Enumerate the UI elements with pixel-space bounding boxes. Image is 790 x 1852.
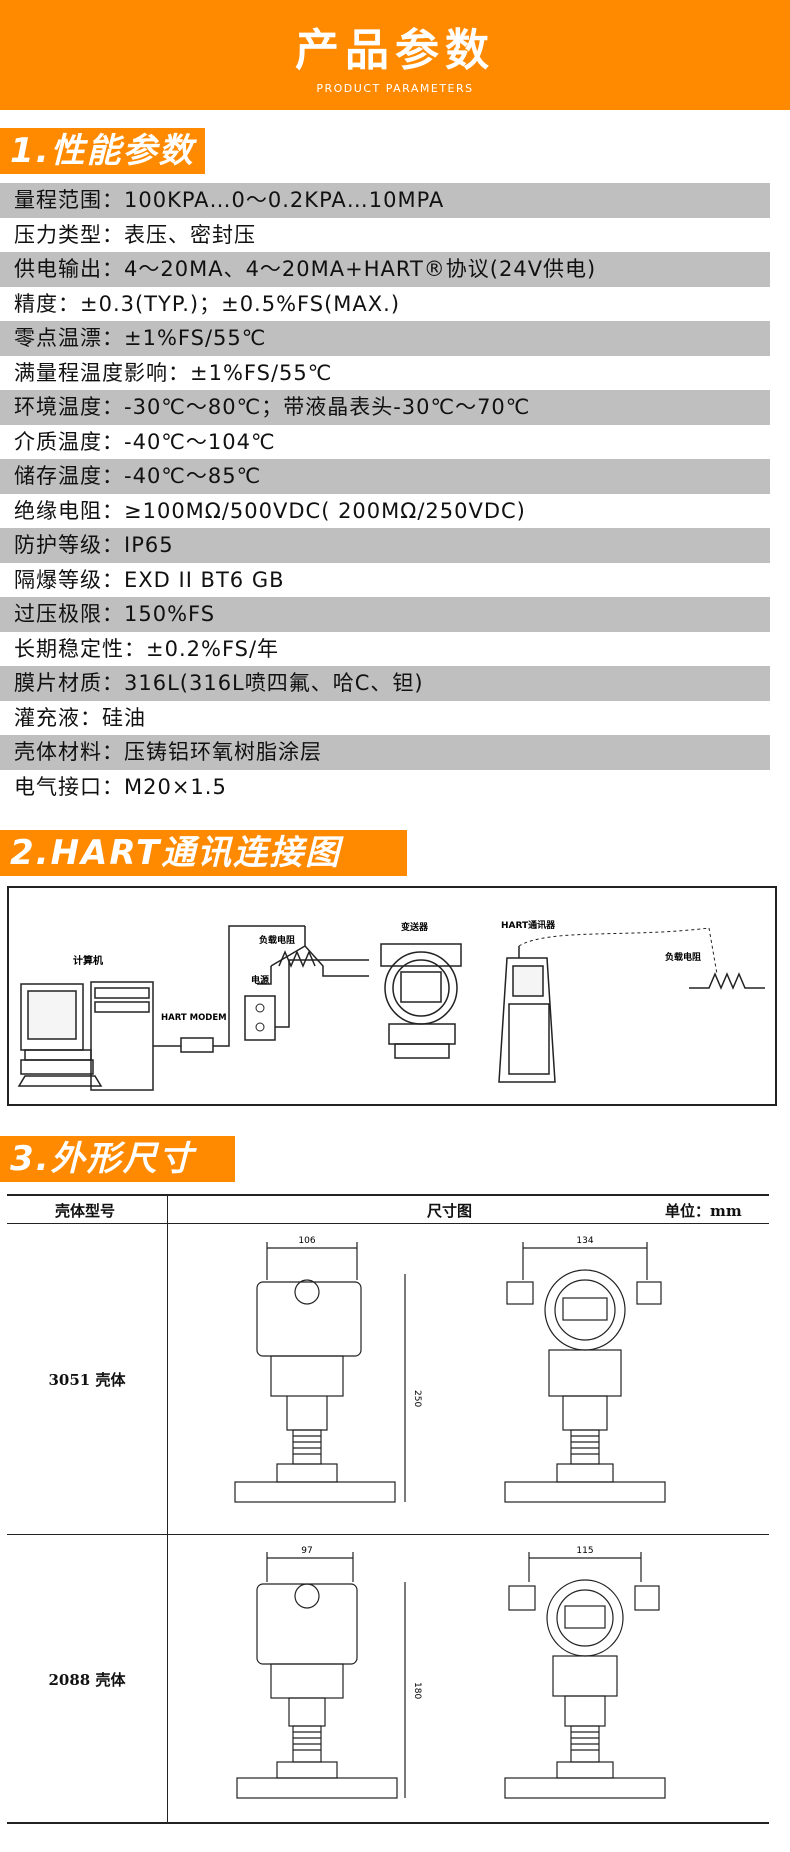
spec-row: 环境温度：-30℃～80℃；带液晶表头-30℃～70℃ <box>0 390 770 425</box>
dim-height-label: 180 <box>412 1682 422 1699</box>
spec-row: 量程范围：100KPA…0～0.2KPA…10MPA <box>0 183 770 218</box>
side-view-drawing: 106 250 <box>234 1236 422 1503</box>
spec-row: 压力类型：表压、密封压 <box>14 222 256 247</box>
spec-row: 储存温度：-40℃～85℃ <box>0 459 770 494</box>
resistor-icon <box>278 950 316 968</box>
spec-row: 灌充液：硅油 <box>14 705 146 730</box>
power-icon <box>244 995 276 1041</box>
spec-row: 满量程温度影响：±1%FS/55℃ <box>14 360 333 385</box>
dim-width-label: 115 <box>576 1546 593 1556</box>
section-title-dimensions: 3.外形尺寸 <box>0 1136 235 1182</box>
spec-row: 介质温度：-40℃～104℃ <box>14 429 276 454</box>
spec-row: 长期稳定性：±0.2%FS/年 <box>14 636 280 661</box>
front-view-drawing: 115 <box>504 1546 666 1799</box>
spec-row: 电气接口：M20×1.5 <box>14 774 227 799</box>
dim-height-label: 250 <box>412 1390 422 1407</box>
col-model-header: 壳体型号 <box>55 1202 116 1220</box>
page-title: 产品参数 <box>295 25 495 76</box>
resistor-icon-2 <box>689 972 765 990</box>
load-resistor-label-2: 负载电阻 <box>665 951 701 963</box>
modem-icon <box>180 1037 214 1053</box>
spec-row: 防护等级：IP65 <box>0 528 770 563</box>
front-view-drawing: 134 <box>504 1236 666 1503</box>
row-model-label: 3051 壳体 <box>48 1371 126 1389</box>
modem-label: HART MODEM <box>161 1013 227 1023</box>
table-header: 壳体型号 尺寸图 单位：mm <box>7 1194 769 1224</box>
load-resistor-label: 负载电阻 <box>259 934 295 946</box>
row-divider <box>7 1534 769 1535</box>
table-bottom <box>7 1822 769 1824</box>
header-banner: 产品参数 PRODUCT PARAMETERS <box>0 0 790 110</box>
communicator-label: HART通讯器 <box>501 919 556 931</box>
dim-width-label: 106 <box>298 1236 315 1246</box>
section-title-performance: 1.性能参数 <box>0 128 205 174</box>
transmitter-icon <box>380 943 462 1059</box>
hart-connection-diagram: 计算机 HART MODEM 负载电阻 电源 变送器 HART通讯器 <box>7 886 777 1106</box>
spec-row: 绝缘电阻：≥100MΩ/500VDC( 200MΩ/250VDC) <box>14 498 526 523</box>
dim-width-label: 134 <box>576 1236 593 1246</box>
spec-row: 供电输出：4～20MA、4～20MA+HART®协议(24V供电) <box>0 252 770 287</box>
spec-row: 壳体材料：压铸铝环氧树脂涂层 <box>0 735 770 770</box>
dim-width-label: 97 <box>301 1546 312 1556</box>
computer-icon <box>17 981 154 1091</box>
power-label: 电源 <box>251 974 269 986</box>
transmitter-label: 变送器 <box>401 921 429 933</box>
communicator-icon <box>498 946 556 1083</box>
column-divider <box>167 1194 168 1824</box>
section-title-hart: 2.HART通讯连接图 <box>0 830 407 876</box>
page-subtitle: PRODUCT PARAMETERS <box>316 82 474 95</box>
spec-row: 零点温漂：±1%FS/55℃ <box>0 321 770 356</box>
row-model-label: 2088 壳体 <box>48 1671 126 1689</box>
computer-label: 计算机 <box>73 954 103 967</box>
col-drawing-header: 尺寸图 <box>427 1202 473 1220</box>
unit-label: 单位：mm <box>665 1202 742 1220</box>
spec-row: 精度：±0.3(TYP.)；±0.5%FS(MAX.) <box>14 291 401 316</box>
spec-row: 隔爆等级：EXD II BT6 GB <box>14 567 285 592</box>
spec-row: 膜片材质：316L(316L喷四氟、哈C、钽) <box>0 666 770 701</box>
dimension-table: 壳体型号 尺寸图 单位：mm 3051 壳体 2088 壳体 106 250 <box>7 1194 769 1824</box>
side-view-drawing: 97 180 <box>236 1546 422 1799</box>
spec-list: 量程范围：100KPA…0～0.2KPA…10MPA 压力类型：表压、密封压 供… <box>0 183 770 804</box>
spec-row: 过压极限：150%FS <box>0 597 770 632</box>
